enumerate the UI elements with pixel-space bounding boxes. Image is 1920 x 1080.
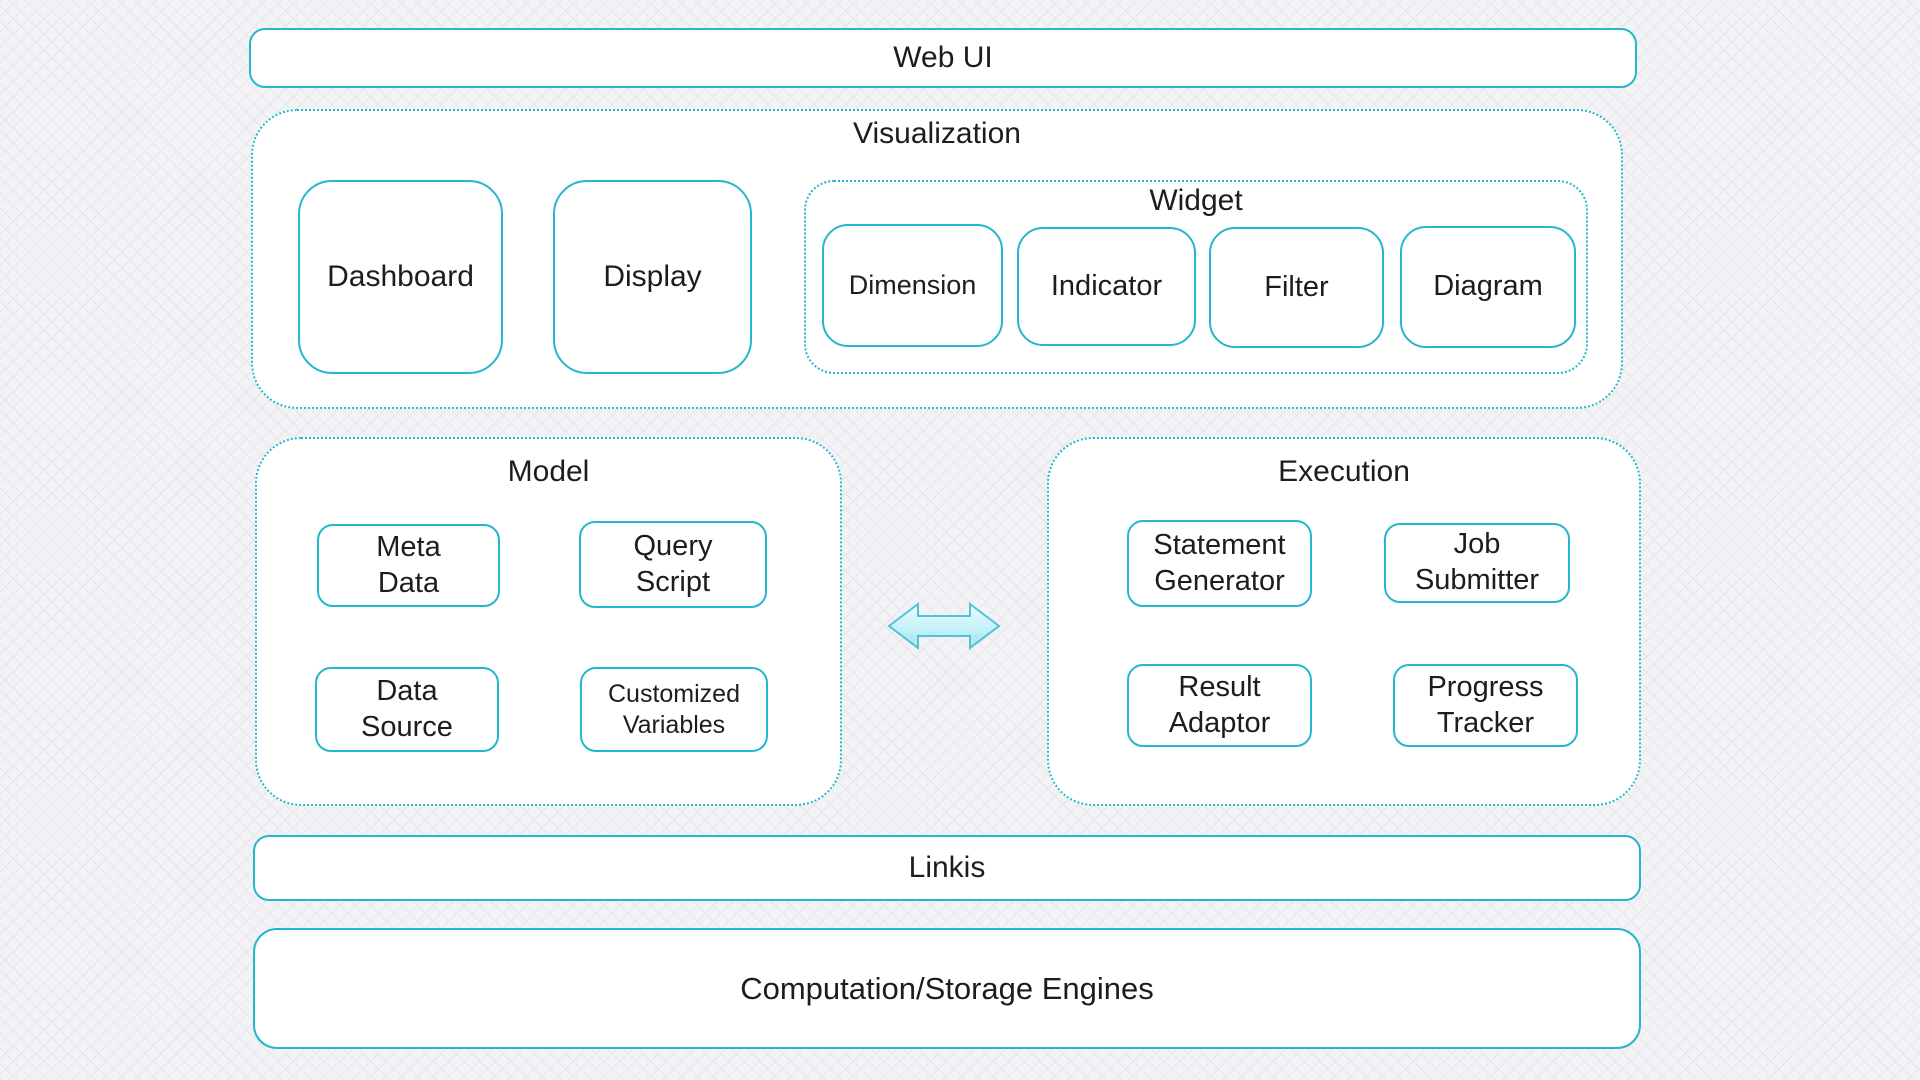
query-script-box: Query Script [579, 521, 767, 608]
progress-tracker-box: Progress Tracker [1393, 664, 1578, 747]
job-submitter-box: Job Submitter [1384, 523, 1570, 603]
data-source-box: Data Source [315, 667, 499, 752]
customized-variables-box: Customized Variables [580, 667, 768, 752]
widget-container: Widget Dimension Indicator Filter Diagra… [804, 180, 1588, 374]
filter-box: Filter [1209, 227, 1384, 348]
widget-title: Widget [1149, 184, 1243, 217]
linkis-bar: Linkis [253, 835, 1641, 901]
linkis-label: Linkis [908, 851, 986, 884]
web-ui-label: Web UI [893, 41, 993, 74]
execution-container: Execution Statement Generator Job Submit… [1047, 437, 1641, 806]
indicator-box: Indicator [1017, 227, 1196, 346]
dashboard-box: Dashboard [298, 180, 503, 374]
dimension-box: Dimension [822, 224, 1003, 347]
diagram-box: Diagram [1400, 226, 1576, 348]
visualization-title: Visualization [853, 117, 1021, 150]
model-title: Model [507, 455, 590, 488]
meta-data-box: Meta Data [317, 524, 500, 607]
model-container: Model Meta Data Query Script Data Source… [255, 437, 842, 806]
web-ui-bar: Web UI [249, 28, 1637, 88]
engines-bar: Computation/Storage Engines [253, 928, 1641, 1049]
model-execution-double-arrow-icon [886, 599, 1002, 653]
engines-label: Computation/Storage Engines [740, 970, 1154, 1006]
execution-title: Execution [1278, 455, 1410, 488]
result-adaptor-box: Result Adaptor [1127, 664, 1312, 747]
display-box: Display [553, 180, 752, 374]
visualization-container: Visualization Dashboard Display Widget D… [251, 109, 1623, 409]
statement-generator-box: Statement Generator [1127, 520, 1312, 607]
